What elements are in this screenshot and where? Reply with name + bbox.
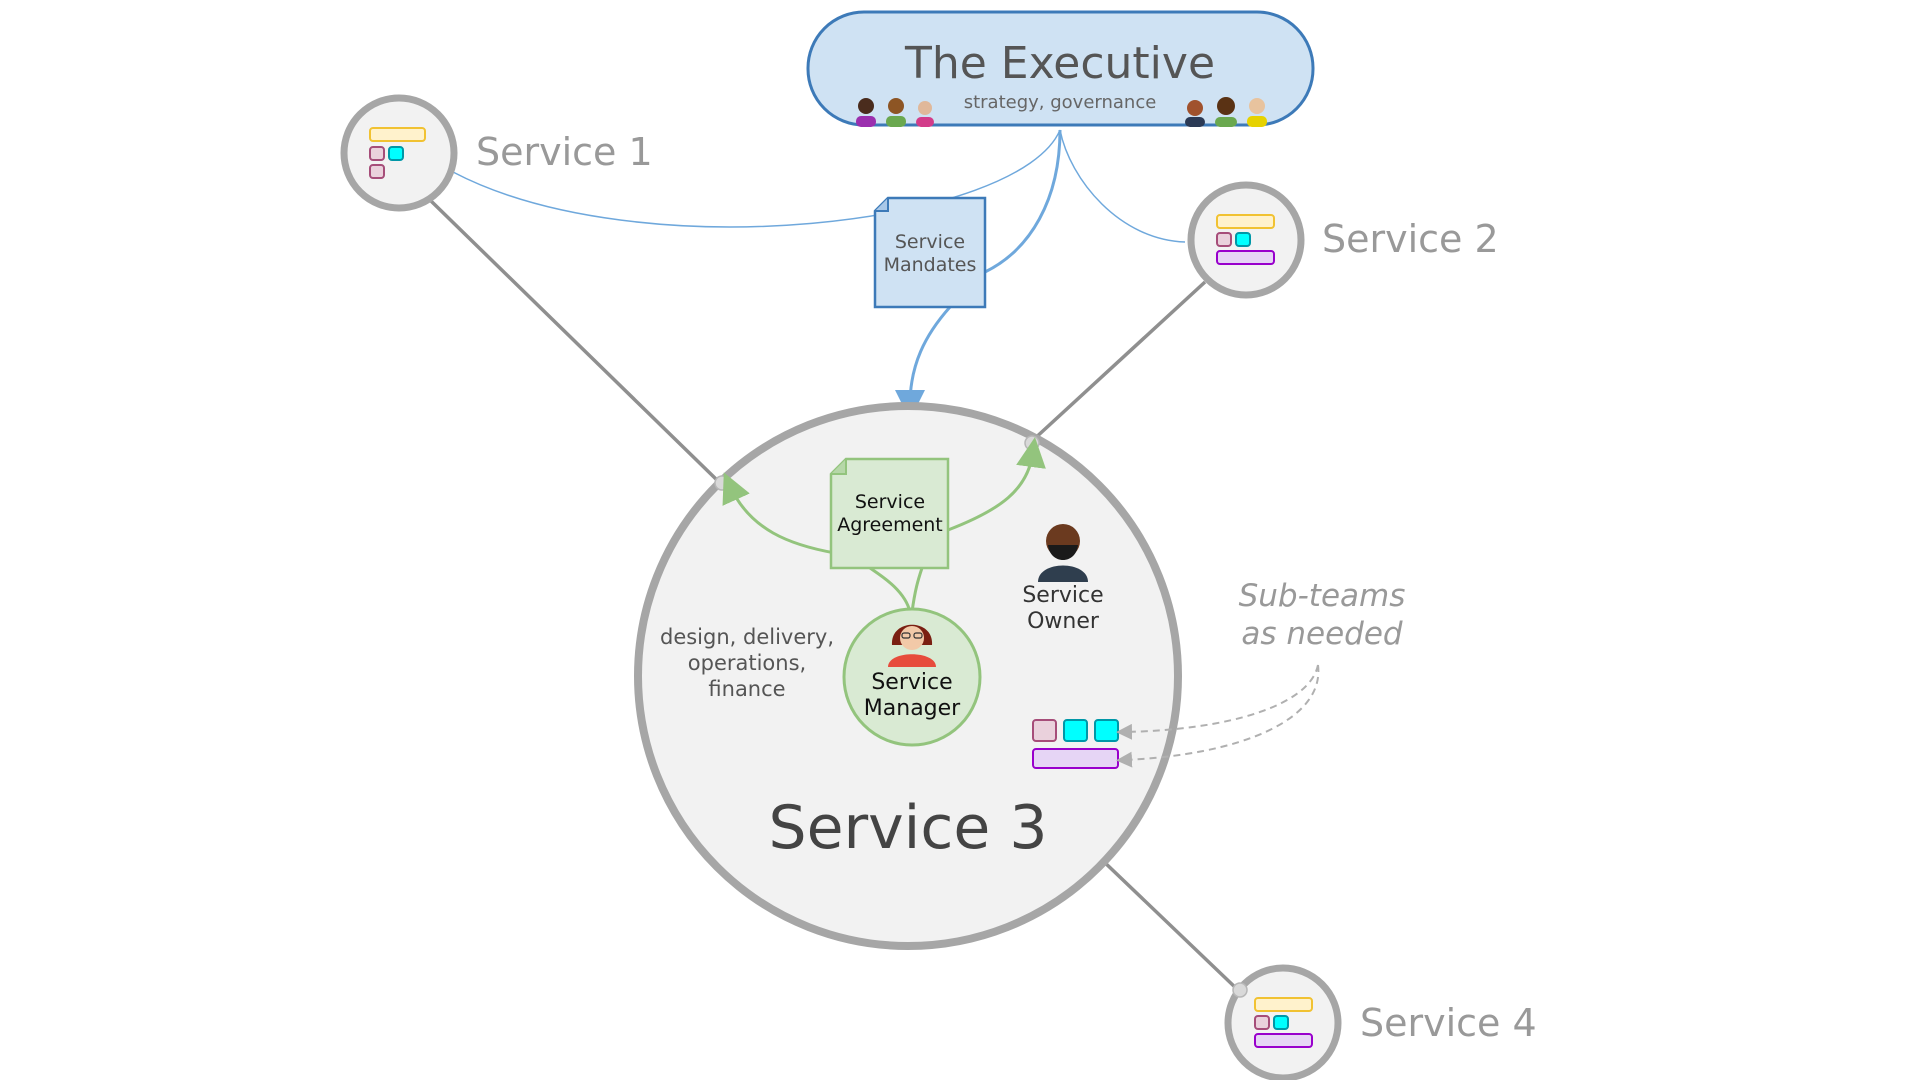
service-4-node[interactable]: Service 4 <box>1224 964 1537 1080</box>
person-icon <box>888 624 936 667</box>
person-icon <box>1215 97 1237 127</box>
person-icon <box>856 98 876 127</box>
manager-label-line1: Service <box>871 670 952 695</box>
annotation-arrow-upper <box>1116 664 1319 740</box>
agreement-label-line2: Agreement <box>837 514 943 536</box>
executive-pill <box>806 10 1315 127</box>
person-icon <box>916 101 934 127</box>
service-2-label: Service 2 <box>1322 217 1499 261</box>
annotation-line2: as needed <box>1241 616 1403 652</box>
arrow-agreement-service2 <box>947 437 1046 532</box>
service-1-node[interactable]: Service 1 <box>340 94 653 212</box>
link-manager-agreement <box>869 566 912 613</box>
service-manager-node[interactable]: Service Manager <box>842 607 982 747</box>
activities-line3: finance <box>708 677 785 701</box>
annotation-line1: Sub-teams <box>1239 578 1406 614</box>
mandates-label-line1: Service <box>895 231 965 253</box>
manager-label-line2: Manager <box>864 696 961 721</box>
owner-label-line2: Owner <box>1027 609 1100 634</box>
team-blocks-icon <box>369 127 426 179</box>
link-manager-agreement-2 <box>910 567 924 613</box>
link-executive-service1 <box>452 129 1061 228</box>
link-service1-service3 <box>428 198 720 483</box>
service-2-node[interactable]: Service 2 <box>1187 181 1499 299</box>
service-mandates-document[interactable]: Service Mandates <box>873 196 987 309</box>
team-blocks-icon <box>1216 214 1275 265</box>
mandates-label-line2: Mandates <box>884 254 977 276</box>
service-4-label: Service 4 <box>1360 1001 1537 1045</box>
connection-point <box>1024 435 1040 451</box>
connection-point <box>1232 982 1248 998</box>
arrow-mandates-service3 <box>895 306 952 420</box>
link-executive-mandates <box>984 129 1062 274</box>
service-3-label: Service 3 <box>769 793 1048 863</box>
activities-line2: operations, <box>688 651 806 675</box>
link-service2-service3 <box>1030 280 1207 443</box>
service-1-label: Service 1 <box>476 130 653 174</box>
executive-subtitle: strategy, governance <box>964 92 1157 113</box>
person-icon <box>1185 100 1205 127</box>
service-owner-node[interactable]: Service Owner <box>1022 524 1104 634</box>
annotation-arrow-lower <box>1116 664 1320 768</box>
agreement-label-line1: Service <box>855 491 925 513</box>
connection-point <box>714 475 730 491</box>
link-executive-service2 <box>1059 129 1186 243</box>
executive-node[interactable]: The Executive strategy, governance <box>806 10 1315 127</box>
activities-line1: design, delivery, <box>660 625 834 649</box>
person-icon <box>1247 98 1267 127</box>
service-agreement-document[interactable]: Service Agreement <box>829 457 950 570</box>
team-blocks-icon <box>1032 719 1119 769</box>
person-icon <box>886 98 906 127</box>
person-icon <box>1038 524 1088 582</box>
team-blocks-icon <box>1254 997 1313 1048</box>
owner-label-line1: Service <box>1022 583 1103 608</box>
link-service3-service4 <box>1098 856 1240 992</box>
arrow-agreement-service1 <box>722 472 836 555</box>
executive-title: The Executive <box>904 38 1215 89</box>
